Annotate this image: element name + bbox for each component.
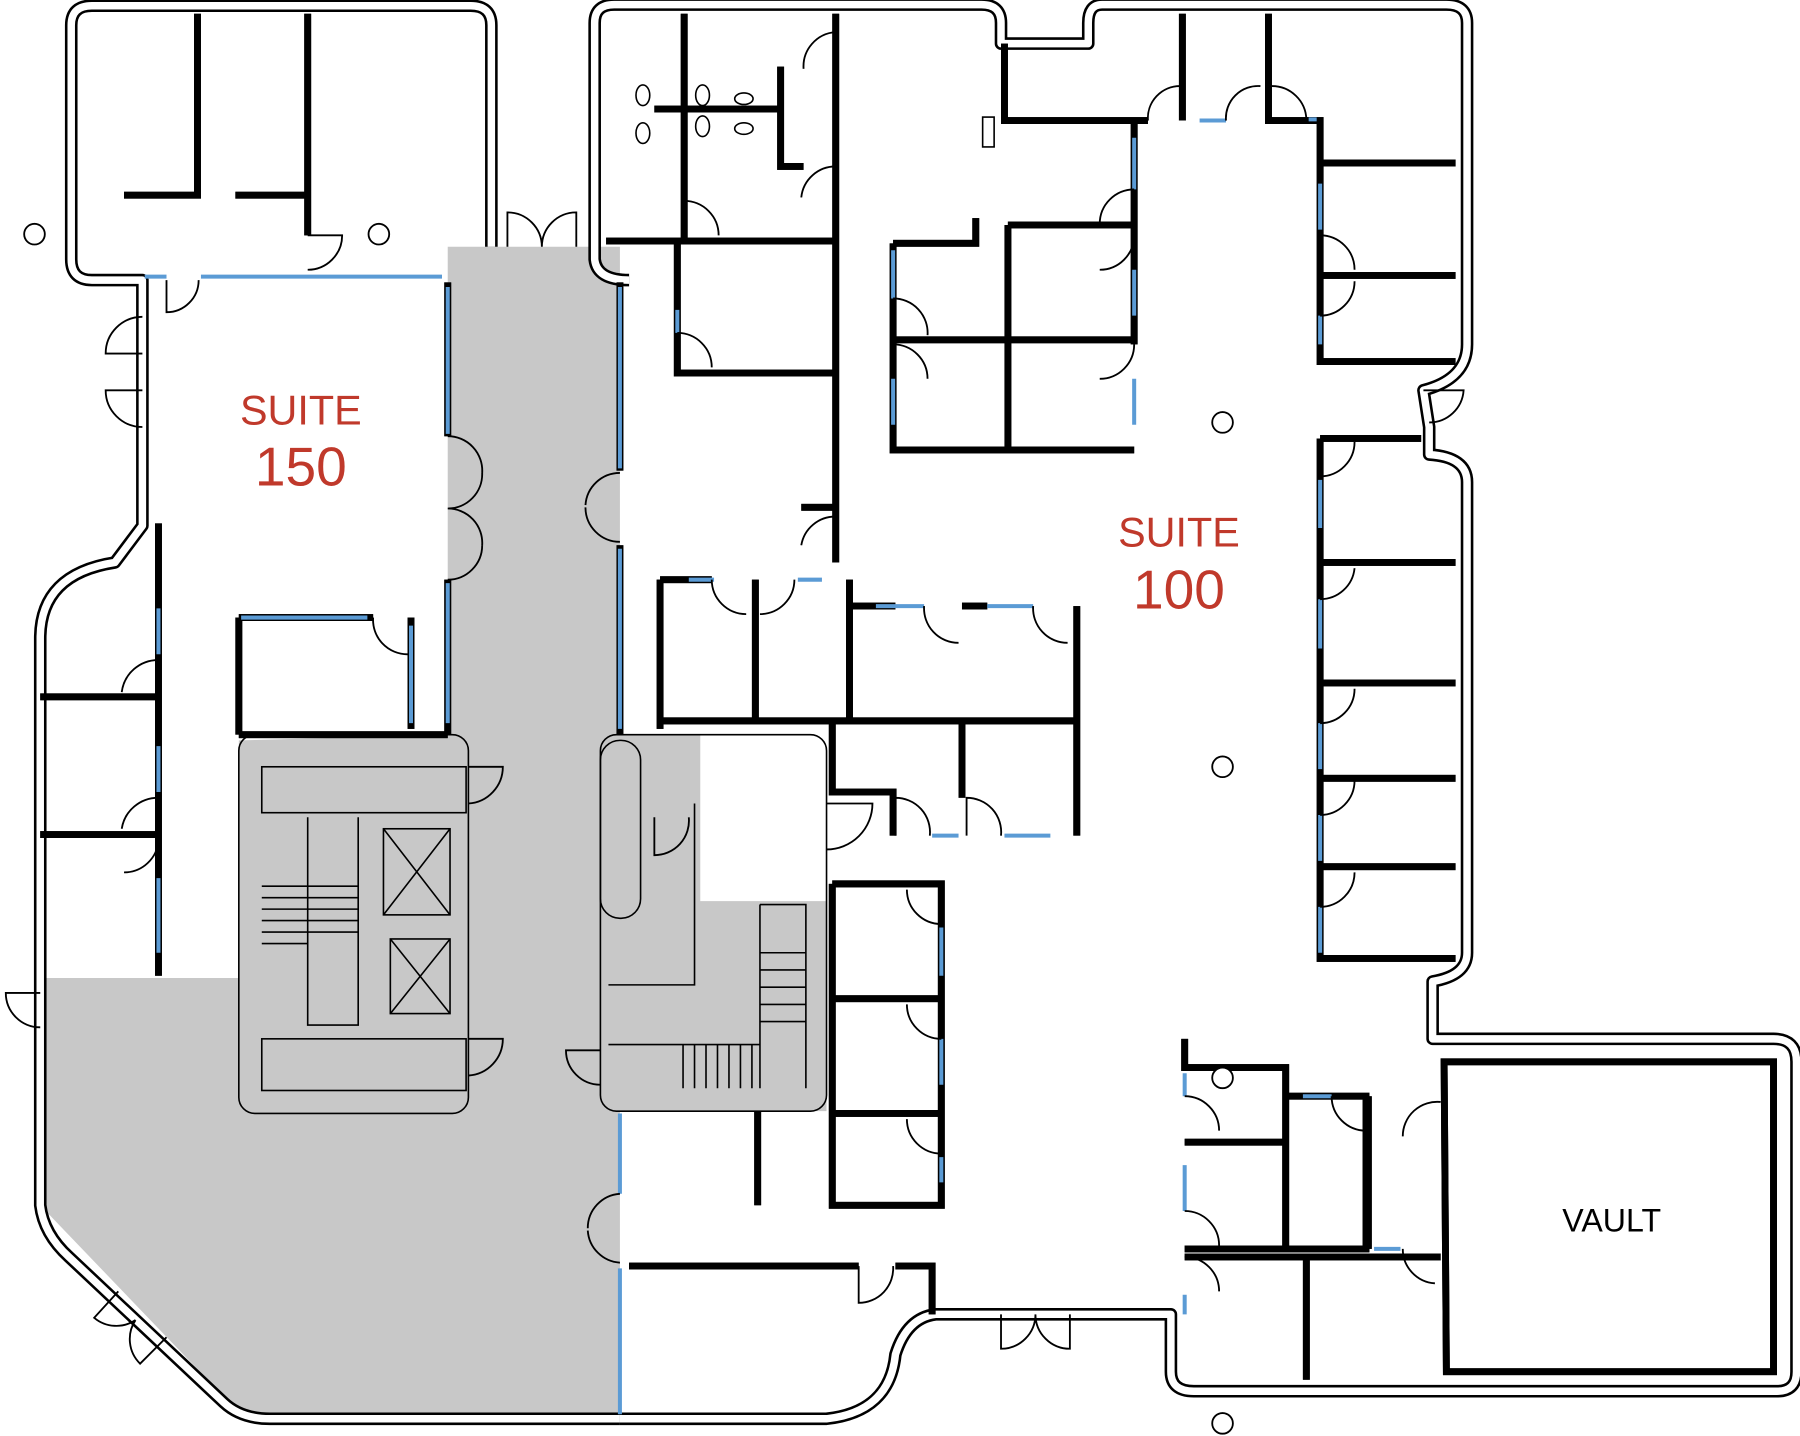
elevator [382, 827, 451, 916]
exterior-walls [33, 0, 1800, 1426]
restroom-fixtures [635, 84, 995, 148]
suite-100-number: 100 [1133, 558, 1225, 620]
common-corridor [40, 246, 620, 1419]
column [1211, 755, 1234, 779]
stairs [608, 803, 807, 1089]
common-core-east [600, 734, 827, 1112]
suite-150-number: 150 [255, 436, 347, 498]
columns [23, 222, 1234, 1435]
suite-150-name: SUITE [240, 388, 362, 434]
column [1211, 411, 1234, 434]
vault-label: VAULT [1562, 1203, 1661, 1239]
doors [4, 31, 1465, 1365]
column [1211, 1412, 1234, 1435]
windows [144, 117, 1401, 1415]
column [1211, 1066, 1234, 1090]
suite-100-name: SUITE [1118, 509, 1240, 555]
suite-150-label: SUITE 150 [240, 388, 362, 498]
building-core [238, 733, 828, 1115]
common-area [40, 246, 827, 1419]
elevator [389, 938, 451, 1015]
column [23, 222, 46, 246]
stairs [261, 817, 360, 1026]
column [367, 222, 391, 246]
suite-100-label: SUITE 100 [1118, 509, 1240, 620]
